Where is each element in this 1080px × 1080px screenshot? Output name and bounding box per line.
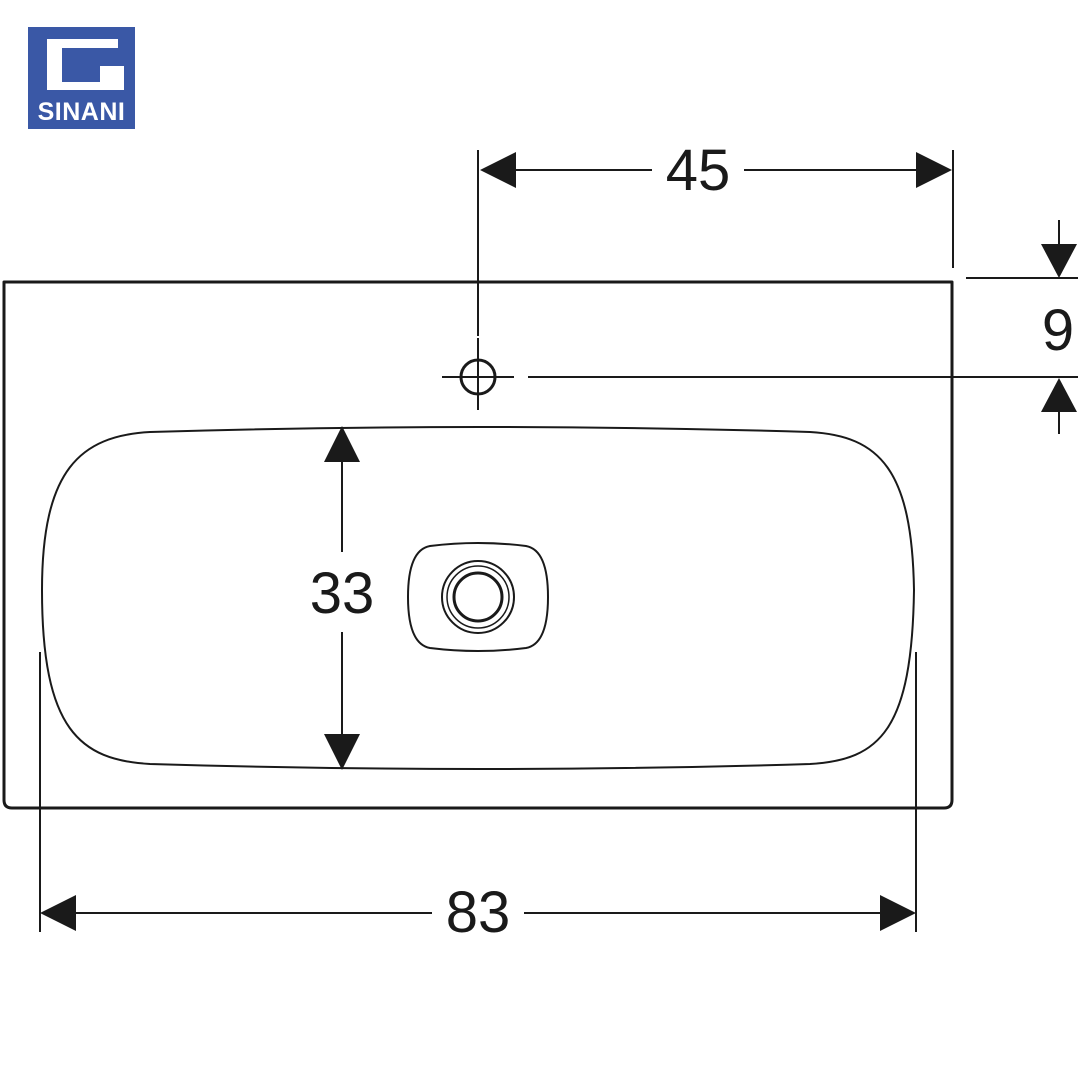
brand-name: SINANI (37, 98, 126, 126)
arrow-9-up (1041, 378, 1077, 412)
dimension-label-83: 83 (446, 880, 511, 945)
arrow-33-down (324, 734, 360, 770)
drain-outline (407, 542, 549, 652)
brand-logo: SINANI (28, 27, 135, 129)
basin-outline (2, 280, 954, 810)
arrow-83-right (880, 895, 916, 931)
arrow-9-down (1041, 244, 1077, 278)
arrow-45-right (916, 152, 952, 188)
arrow-33-up (324, 426, 360, 462)
dimension-label-9: 9 (1042, 298, 1074, 363)
drain-plug (452, 571, 504, 623)
bowl-outline (41, 426, 915, 770)
arrow-83-left (40, 895, 76, 931)
drain-outer-ring (441, 560, 515, 634)
logo-mark-icon (47, 39, 124, 90)
drain-middle-ring (446, 565, 510, 629)
dimension-label-45: 45 (666, 138, 731, 203)
dimension-label-33: 33 (310, 561, 375, 626)
arrow-45-left (480, 152, 516, 188)
